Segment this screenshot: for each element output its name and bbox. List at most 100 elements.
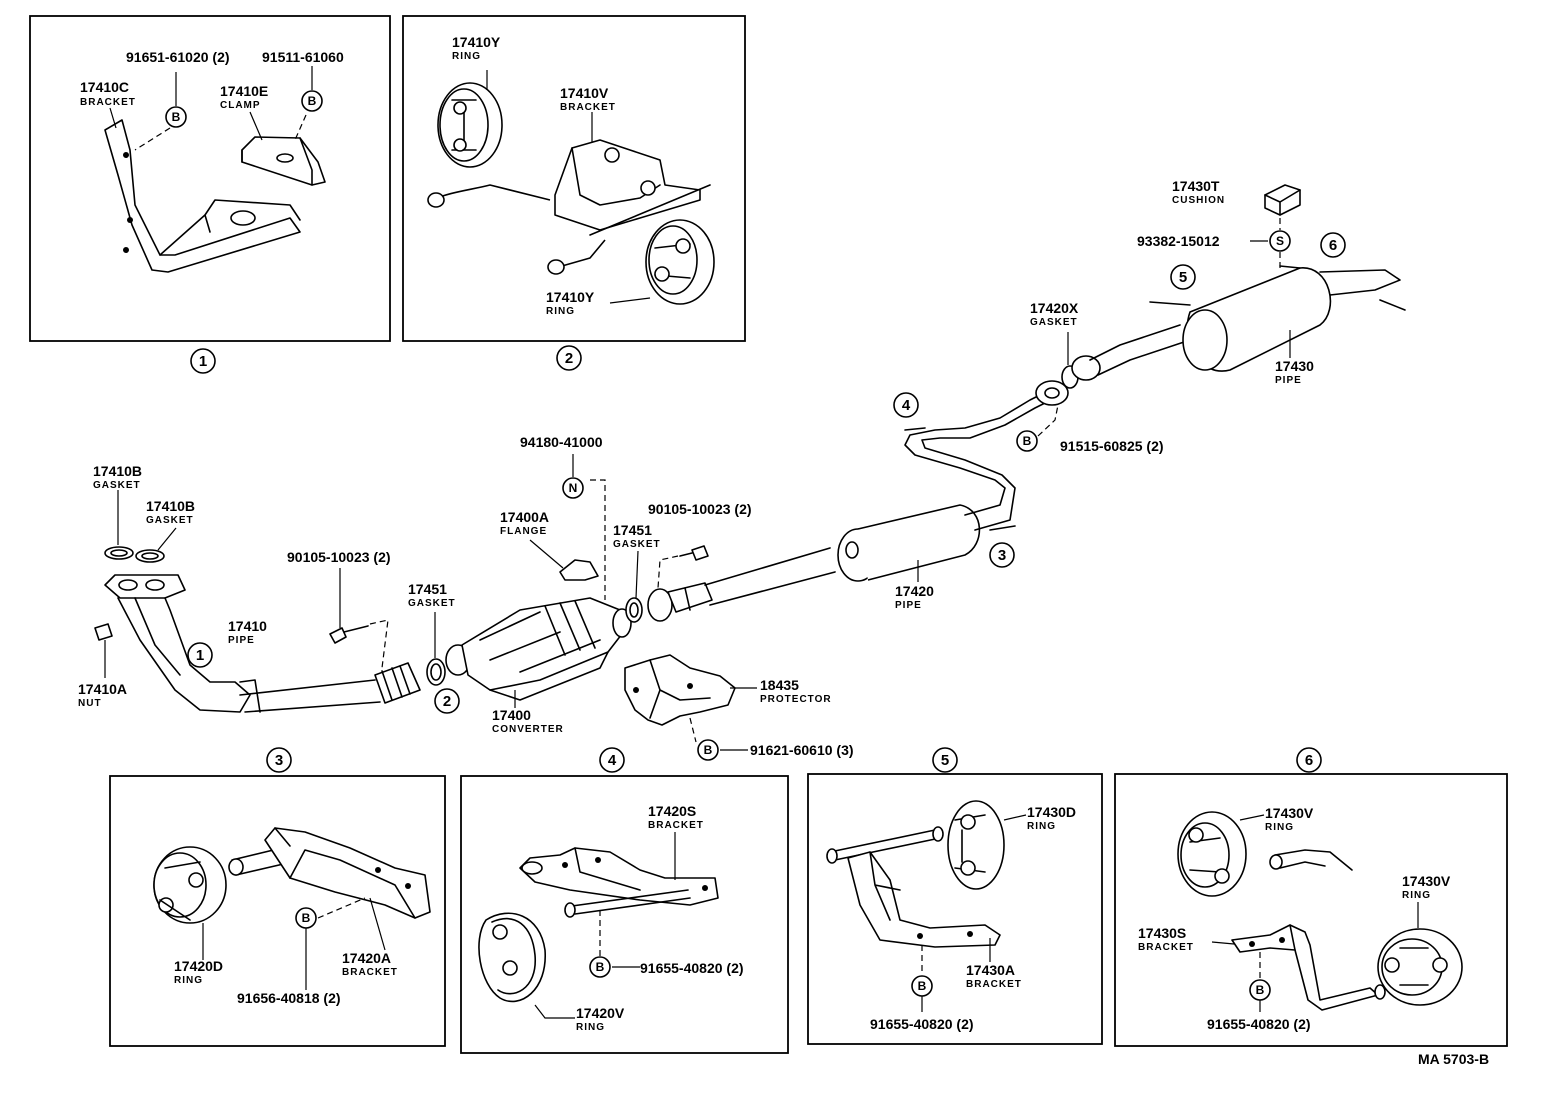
svg-text:4: 4 (608, 752, 617, 769)
part-number: 17430A (966, 962, 1015, 978)
part-name: RING (174, 975, 203, 986)
part-number: 17451 (408, 581, 447, 597)
part-name: GASKET (93, 480, 141, 491)
part-name: RING (1265, 822, 1294, 833)
detail-panel-1: B B 91651-61020 (2) 91511-61060 17410C B… (29, 15, 391, 342)
part-name: CLAMP (220, 100, 261, 111)
part-number: 17430 (1275, 358, 1314, 374)
view-marker-4: 4 (599, 747, 625, 773)
callout-b: B (1249, 979, 1271, 1001)
part-name: PIPE (895, 600, 922, 611)
part-number: 17430S (1138, 925, 1186, 941)
part-name: BRACKET (342, 967, 398, 978)
svg-text:B: B (596, 960, 605, 974)
part-name: GASKET (613, 539, 661, 550)
part-number: 91655-40820 (2) (870, 1016, 974, 1032)
svg-text:5: 5 (941, 752, 949, 769)
svg-text:1: 1 (196, 647, 204, 664)
part-number: 17410B (146, 498, 195, 514)
part-name: RING (452, 51, 481, 62)
part-number: 18435 (760, 677, 799, 693)
part-number: 17420D (174, 958, 223, 974)
view-marker-5: 5 (932, 747, 958, 773)
part-number: 90105-10023 (2) (287, 549, 391, 565)
part-name: RING (576, 1022, 605, 1033)
view-marker-4: 4 (893, 392, 919, 418)
part-name: NUT (78, 698, 102, 709)
part-number: 91655-40820 (2) (1207, 1016, 1311, 1032)
callout-b: B (1016, 430, 1038, 452)
part-number: 17430D (1027, 804, 1076, 820)
callout-b: B (911, 975, 933, 997)
svg-text:B: B (308, 94, 317, 108)
part-name: CONVERTER (492, 724, 564, 735)
callout-s: S (1269, 230, 1291, 252)
part-name: GASKET (408, 598, 456, 609)
part-name: GASKET (1030, 317, 1078, 328)
part-name: FLANGE (500, 526, 547, 537)
part-name: RING (1402, 890, 1431, 901)
part-number: 91656-40818 (2) (237, 990, 341, 1006)
part-number: 17410B (93, 463, 142, 479)
part-name: PIPE (1275, 375, 1302, 386)
part-number: 17410E (220, 83, 268, 99)
svg-text:6: 6 (1329, 237, 1337, 254)
svg-text:N: N (569, 481, 578, 495)
part-name: BRACKET (80, 97, 136, 108)
part-name: BRACKET (648, 820, 704, 831)
view-marker-1: 1 (187, 642, 213, 668)
detail-panel-3: B 17420D RING 17420A BRACKET 91656-40818… (109, 775, 446, 1047)
view-marker-3: 3 (266, 747, 292, 773)
part-number: 17400A (500, 509, 549, 525)
part-name: BRACKET (1138, 942, 1194, 953)
svg-text:B: B (704, 743, 713, 757)
part-name: BRACKET (560, 102, 616, 113)
part-number: 17420 (895, 583, 934, 599)
svg-text:B: B (1023, 434, 1032, 448)
part-name: CUSHION (1172, 195, 1225, 206)
svg-text:B: B (1256, 983, 1265, 997)
part-number: 17420S (648, 803, 696, 819)
part-number: 17410Y (452, 34, 501, 50)
part-number: 17410C (80, 79, 129, 95)
part-number: 17420A (342, 950, 391, 966)
callout-b: B (589, 956, 611, 978)
svg-text:B: B (302, 911, 311, 925)
detail-panel-2: 17410Y RING 17410V BRACKET 17410Y RING (402, 15, 746, 342)
svg-text:B: B (918, 979, 927, 993)
part-number: 17410Y (546, 289, 595, 305)
part-number: 17430T (1172, 178, 1220, 194)
figure-code: MA 5703-B (1418, 1051, 1489, 1067)
view-marker-6: 6 (1296, 747, 1322, 773)
part-number: 91655-40820 (2) (640, 960, 744, 976)
view-marker-5: 5 (1170, 264, 1196, 290)
part-name: PIPE (228, 635, 255, 646)
part-name: GASKET (146, 515, 194, 526)
part-name: RING (546, 306, 575, 317)
svg-text:2: 2 (565, 350, 573, 367)
part-number: 17400 (492, 707, 531, 723)
part-number: 17451 (613, 522, 652, 538)
part-number: 17430V (1265, 805, 1314, 821)
detail-panel-6: B 17430V RING 17430V RING 17430S BRACKET… (1114, 773, 1508, 1047)
part-number: 17410 (228, 618, 267, 634)
callout-b: B (301, 90, 323, 112)
view-marker-3: 3 (989, 542, 1015, 568)
svg-text:3: 3 (998, 547, 1006, 564)
callout-b: B (295, 907, 317, 929)
svg-text:B: B (172, 110, 181, 124)
detail-panel-5: B 17430D RING 17430A BRACKET 91655-40820… (807, 773, 1103, 1045)
callout-n: N (562, 477, 584, 499)
main-exhaust-assembly: N B (78, 178, 1406, 761)
svg-text:5: 5 (1179, 269, 1187, 286)
part-number: 17410A (78, 681, 127, 697)
part-number: 93382-15012 (1137, 233, 1220, 249)
svg-text:2: 2 (443, 693, 451, 710)
svg-text:4: 4 (902, 397, 911, 414)
part-name: PROTECTOR (760, 694, 832, 705)
part-number: 17430V (1402, 873, 1451, 889)
part-number: 17410V (560, 85, 609, 101)
svg-text:6: 6 (1305, 752, 1313, 769)
view-marker-2: 2 (556, 345, 582, 371)
